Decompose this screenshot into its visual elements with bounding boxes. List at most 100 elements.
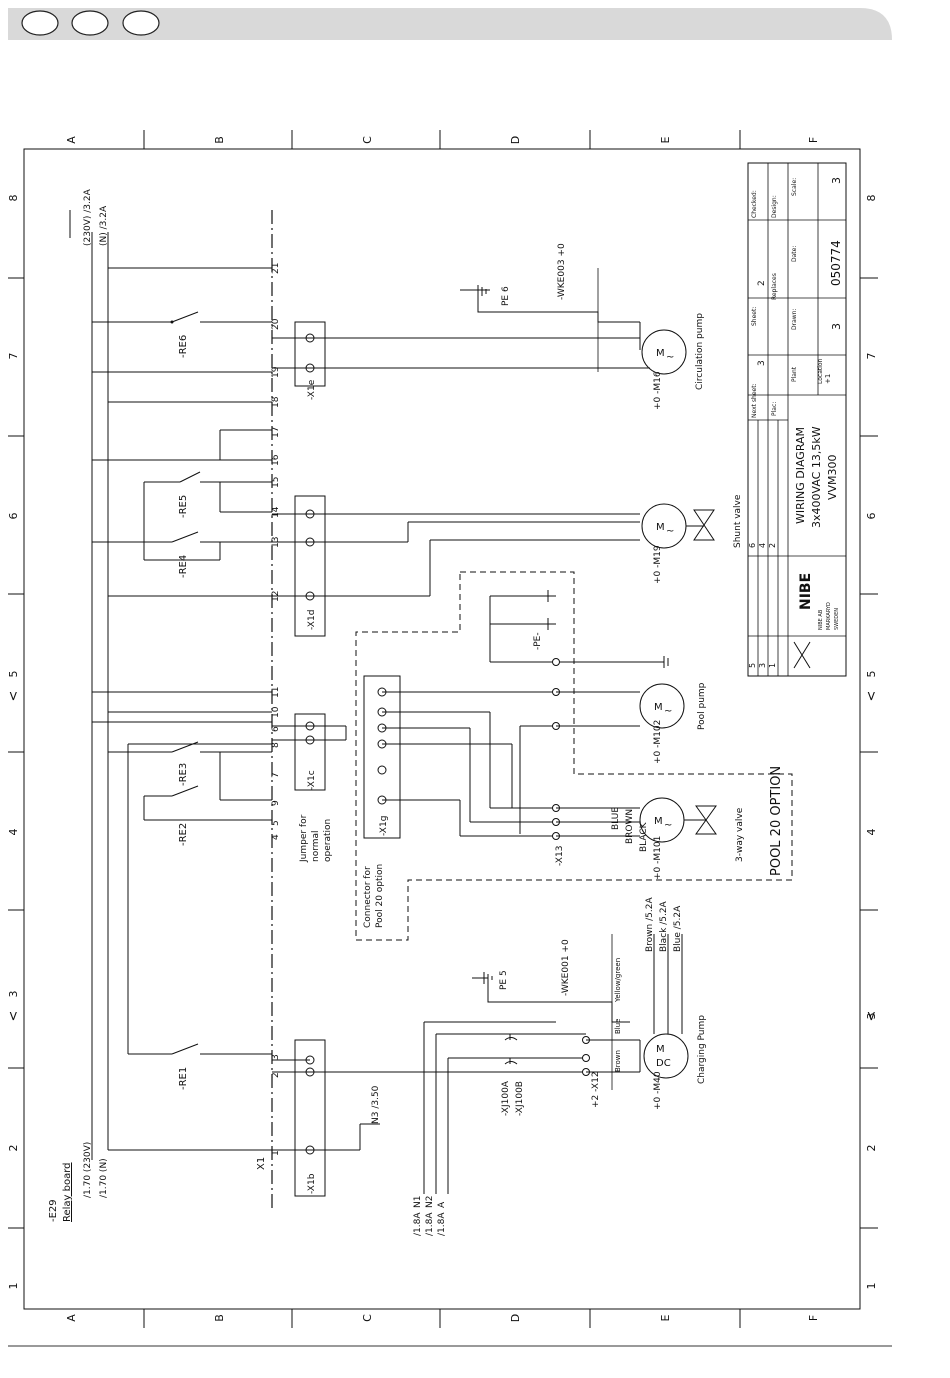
circ-pump-pe: PE 6 [501,286,511,306]
tb-revision-no: 3 [830,177,843,184]
tb-design-label: Design: [771,195,778,218]
x1-t9: 9 [271,800,281,806]
row-6-right: 6 [865,513,878,520]
x1-t15: 15 [271,477,281,488]
row-4-right: 4 [865,829,878,836]
x1-t14: 14 [271,506,281,518]
header-circle-3 [122,10,160,36]
tb-plant-value: 3 [830,323,843,330]
tb-drawn-label: Drawn: [791,309,798,331]
row-8-left: 8 [7,195,20,202]
supply-top-230v: (230V) /3.2A [83,188,93,246]
charge-pump-ref: +0 -M40 [653,1071,663,1110]
ref-18a-3: /1.8A [437,1212,447,1236]
shunt-valve-name: Shunt valve [733,494,743,548]
col-b-bottom: B [213,1314,226,1322]
circ-pump-name: Circulation pump [695,313,705,390]
block-x1g-label: -X1g [379,816,389,836]
block-x1c: -X1c [294,713,326,791]
circ-pump-ref: +0 -M16 [653,371,663,410]
col-f-bottom: F [807,1315,820,1321]
relay-re1: -RE1 [178,1067,189,1090]
tb-replaces-label: Replaces [771,273,778,300]
x1-t17: 17 [271,427,281,438]
way-valve-black: BLACK [639,821,649,852]
col-d-top: D [509,136,522,144]
tb-scale-label: Scale: [791,178,798,196]
ref-18a-1: /1.8A [413,1212,423,1236]
shunt-valve: M ~ +0 -M19 Shunt valve [641,494,743,584]
charge-pump-pe: PE 5 [499,970,509,990]
relay-labels: -RE6 -RE5 -RE4 -RE3 -RE2 -RE1 [178,335,189,1090]
xj100b: -XJ100B [515,1081,525,1116]
tb-val-4: 4 [758,543,767,548]
header-circle-1 [21,10,59,36]
x1-t6: 6 [271,726,281,732]
row-5-left: 5 [7,671,20,678]
header-bar [8,8,892,40]
col-e-top: E [659,136,672,143]
block-x1b-label: -X1b [307,1173,317,1194]
tb-location-label: Location [817,358,824,384]
tb-title-3: VVM300 [826,454,839,500]
block-x1g: -X1g [363,675,401,839]
pool-option-border [355,571,793,941]
tb-next-sheet-value: 3 [757,360,767,366]
tb-logo: NIBE [798,573,814,610]
block-x1d-label: -X1d [307,610,317,630]
connector-for-1: Connector for [363,866,373,928]
x1b-wires [272,1021,586,1194]
row-4-left: 4 [7,829,20,836]
block-x1d: -X1d [294,495,326,637]
header-circle-2 [71,10,109,36]
mark-right-1: < [865,1011,880,1022]
tb-location-value: +1 [824,374,832,384]
x1-t20: 20 [271,318,281,330]
supply-left-n: /1.70 (N) [99,1158,109,1198]
three-way-valve: M ~ BLUE BROWN BLACK +0 -M101 3-way valv… [552,797,745,880]
jumper-1: Jumper for [299,814,309,863]
x1e-wires [272,337,650,369]
relay-re2: -RE2 [178,823,189,846]
charge-pump-brown: Brown /5.2A [645,897,655,952]
svg-text:M: M [656,1044,665,1055]
x1-t18: 18 [271,396,281,408]
wire-yellow-green: Yellow/green [614,958,622,1003]
wire-blue: Blue [614,1019,622,1035]
col-b-top: B [213,136,226,144]
svg-text:~: ~ [666,352,674,363]
svg-text:~: ~ [666,526,674,537]
x1-t8: 8 [271,742,281,748]
column-labels-top: A B C D E F [65,136,820,144]
row-labels-left: 1 2 3 4 5 6 7 8 [7,195,20,1290]
tb-rev-1: 1 [768,663,777,668]
svg-text:M: M [654,702,663,713]
tb-next-sheet-label: Next sheet: [751,383,758,418]
svg-text:DC: DC [656,1058,671,1069]
mark-right-2: < [865,691,880,702]
col-d-bottom: D [509,1314,522,1322]
svg-text:M: M [656,348,665,359]
connector-for-2: Pool 20 option [375,864,385,928]
x13-label: -X13 [555,846,565,866]
svg-text:~: ~ [664,706,672,717]
charge-pump-blue: Blue /5.2A [673,905,683,952]
col-a-top: A [65,136,78,144]
x1-t1: 1 [271,1150,281,1156]
tb-plac-label: Plac: [771,402,778,416]
x1-t10: 10 [271,706,281,718]
tb-plant-label: Plant [791,366,798,382]
charging-pump: M DC Brown /5.2A Black /5.2A Blue /5.2A … [472,897,707,1116]
tb-sheet-label: Sheet: [751,307,758,326]
circulation-pump: M ~ +0 -M16 Circulation pump PE 6 -WKE00… [460,243,705,410]
column-labels-bottom: A B C D E F [65,1314,820,1322]
charge-pump-wk: -WKE001 +0 [561,939,571,996]
row-labels-right: 1 2 3 4 5 6 7 8 [865,195,878,1290]
row-7-left: 7 [7,353,20,360]
x1-t3: 3 [271,1054,281,1060]
col-a-bottom: A [65,1314,78,1322]
row-8-right: 8 [865,195,878,202]
x1-label: X1 [256,1157,267,1170]
mark-left-2: < [7,691,22,702]
